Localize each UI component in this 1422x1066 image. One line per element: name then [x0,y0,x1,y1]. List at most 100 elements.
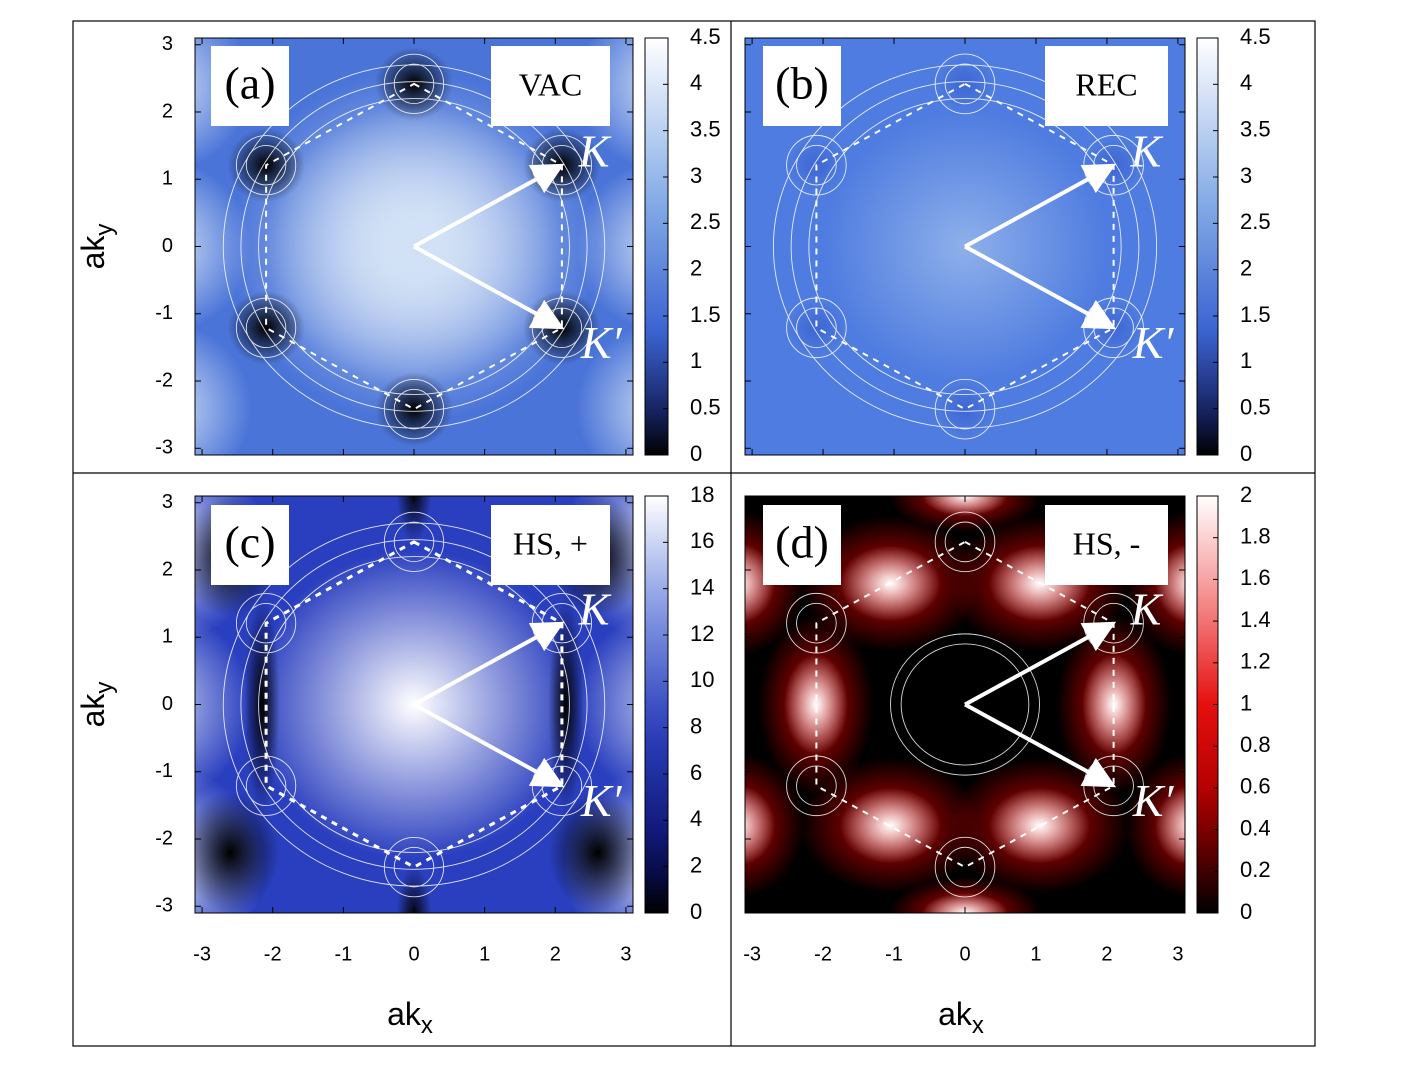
contour-node [245,144,287,186]
contour-node [235,135,297,196]
contour-node [383,379,445,440]
panel-letter-box [763,505,841,585]
case-label: HS, - [1073,525,1141,561]
kprime-point-label: K′ [580,317,623,368]
colorbar-tick-label: 1 [690,348,702,373]
colorbar-tick-label: 0 [1240,899,1252,924]
panel-letter: (b) [775,58,829,109]
panel-letter-box [763,46,841,126]
x-tick-label: 3 [620,943,631,965]
y-axis-label-sub: y [91,682,118,694]
colorbar-tick-label: 8 [690,713,702,738]
outer-bright [195,327,252,455]
colorbar-tick-label: 14 [690,574,714,599]
colorbar-tick-label: 12 [690,621,714,646]
colorbar-tick-label: 1 [1240,690,1252,715]
k-point-label: K [578,125,612,176]
dirac-dark [375,372,453,447]
x-tick-label: -1 [334,943,352,965]
contour-center [240,81,588,412]
k-arrow [413,163,565,249]
contour-node [796,144,837,186]
colorbar-tick-label: 0.8 [1240,732,1271,757]
case-label: REC [1075,66,1137,102]
y-axis-label-main: ak [75,693,111,728]
figure-frame [72,20,1316,1047]
colorbar-tick-label: 10 [690,667,714,692]
contour-node [393,846,435,888]
kprime-point-label: K′ [580,775,623,826]
contour-center [222,64,606,429]
contour-center [222,522,606,887]
case-label: VAC [519,66,582,102]
contour-node [934,511,996,573]
contour-node [934,836,996,898]
k-vectors [964,163,1117,330]
x-axis-label: akx [387,996,433,1039]
node-dark [396,496,432,544]
k-vectors [964,621,1117,788]
colorbar-tick-label: 1.5 [1240,302,1271,327]
k-arrow [964,621,1117,707]
contour-node [245,602,287,644]
colorbar-tick-label: 2.5 [1240,209,1271,234]
contour-node [796,307,837,349]
y-tick-label: 0 [162,693,173,715]
colorbar-tick-label: 0.4 [1240,815,1271,840]
contour-center [772,64,1158,429]
outer-bright [195,615,252,794]
dirac-dark [227,290,305,365]
contour-node [393,521,435,563]
y-tick-label: -2 [155,369,173,391]
contour-center [790,81,1140,412]
contour-center [808,98,1122,395]
panel-letter: (a) [224,58,275,109]
lobe-peak [1154,785,1185,866]
y-tick-label: 2 [162,100,173,122]
contour-center [258,556,570,853]
contour-node [796,602,837,644]
y-tick-label: 0 [162,235,173,257]
y-tick-label: -3 [155,895,173,917]
contour-node [383,511,445,572]
colorbar-tick-label: 2 [690,255,702,280]
x-tick-label: 1 [1030,943,1041,965]
colorbar [1196,37,1219,456]
x-axis-label-sub: x [972,1012,984,1039]
contour-node [383,53,445,114]
colorbar-tick-label: 1.2 [1240,649,1271,674]
contour-center [258,98,570,395]
contour-node [383,837,445,898]
contour-node [944,521,986,563]
y-tick-label: 1 [162,168,173,190]
case-label: HS, + [513,525,588,561]
colorbar-tick-label: 2 [1240,482,1252,507]
colorbar-tick-label: 4 [690,806,702,831]
y-axis-label: aky [75,682,118,728]
colorbar-tick-label: 1.4 [1240,607,1271,632]
colorbar-tick-label: 0 [1240,441,1252,466]
lobe-peak [922,496,1008,517]
x-axis-label-sub: x [421,1012,433,1039]
colorbar-tick-label: 0.5 [1240,394,1271,419]
contour-node [393,63,435,105]
x-tick-label: -1 [885,943,903,965]
x-tick-label: -2 [814,943,832,965]
y-axis-label-sub: y [91,224,118,236]
contour-node [235,593,297,654]
colorbar-tick-label: 4 [690,70,702,95]
colorbar-tick-label: 2.5 [690,209,721,234]
contour-node [786,134,847,196]
contour-node [944,388,986,430]
case-label-box [491,505,610,585]
y-tick-label: -1 [155,760,173,782]
colorbar [644,37,669,456]
kprime-point-label: K′ [1132,317,1175,368]
colorbar-tick-label: 4.5 [1240,24,1271,49]
colorbar-tick-label: 0 [690,899,702,924]
colorbar-tick-label: 3 [1240,163,1252,188]
contour-node [934,378,996,440]
lobe-peak [988,787,1091,864]
x-tick-label: -3 [743,943,761,965]
